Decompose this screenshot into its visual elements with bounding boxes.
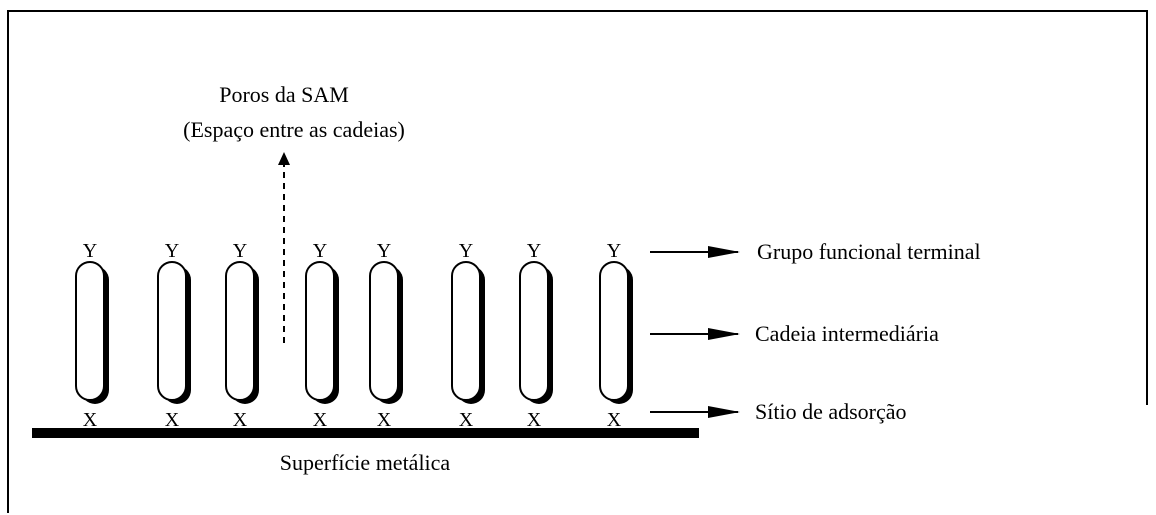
terminal-symbol: Y (313, 240, 327, 262)
chain-body (225, 261, 255, 401)
chain-body (599, 261, 629, 401)
metal-surface-bar (32, 428, 699, 438)
molecule: YX (369, 240, 403, 431)
terminal-symbol: Y (233, 240, 247, 262)
adsorption-site-arrowhead-icon (708, 406, 740, 418)
terminal-symbol: Y (165, 240, 179, 262)
chain-body (157, 261, 187, 401)
terminal-symbol: Y (527, 240, 541, 262)
chain-body (75, 261, 105, 401)
anchor-symbol: X (313, 409, 328, 431)
molecule: YX (519, 240, 553, 431)
anchor-symbol: X (233, 409, 248, 431)
anchor-symbol: X (607, 409, 622, 431)
terminal-symbol: Y (607, 240, 621, 262)
anchor-symbol: X (459, 409, 474, 431)
surface-label: Superfície metálica (280, 450, 451, 475)
pores-title-line1: Poros da SAM (219, 82, 349, 107)
molecule: YX (75, 240, 109, 431)
adsorption-site-label: Sítio de adsorção (755, 399, 907, 424)
terminal-group-arrowhead-icon (708, 246, 740, 258)
terminal-group-label: Grupo funcional terminal (757, 239, 981, 264)
molecule: YX (225, 240, 259, 431)
chain-body (305, 261, 335, 401)
anchor-symbol: X (527, 409, 542, 431)
molecule: YX (451, 240, 485, 431)
chain-body (519, 261, 549, 401)
chain-body (369, 261, 399, 401)
anchor-symbol: X (83, 409, 98, 431)
intermediate-chain-arrowhead-icon (708, 328, 740, 340)
molecule: YX (157, 240, 191, 431)
anchor-symbol: X (165, 409, 180, 431)
chain-body (451, 261, 481, 401)
molecule: YX (599, 240, 633, 431)
anchor-symbol: X (377, 409, 392, 431)
pore-arrowhead-icon (278, 152, 290, 165)
molecule: YX (305, 240, 339, 431)
terminal-symbol: Y (83, 240, 97, 262)
intermediate-chain-label: Cadeia intermediária (755, 321, 939, 346)
pores-title-line2: (Espaço entre as cadeias) (183, 117, 405, 142)
terminal-symbol: Y (377, 240, 391, 262)
frame-border (7, 10, 1148, 513)
terminal-symbol: Y (459, 240, 473, 262)
